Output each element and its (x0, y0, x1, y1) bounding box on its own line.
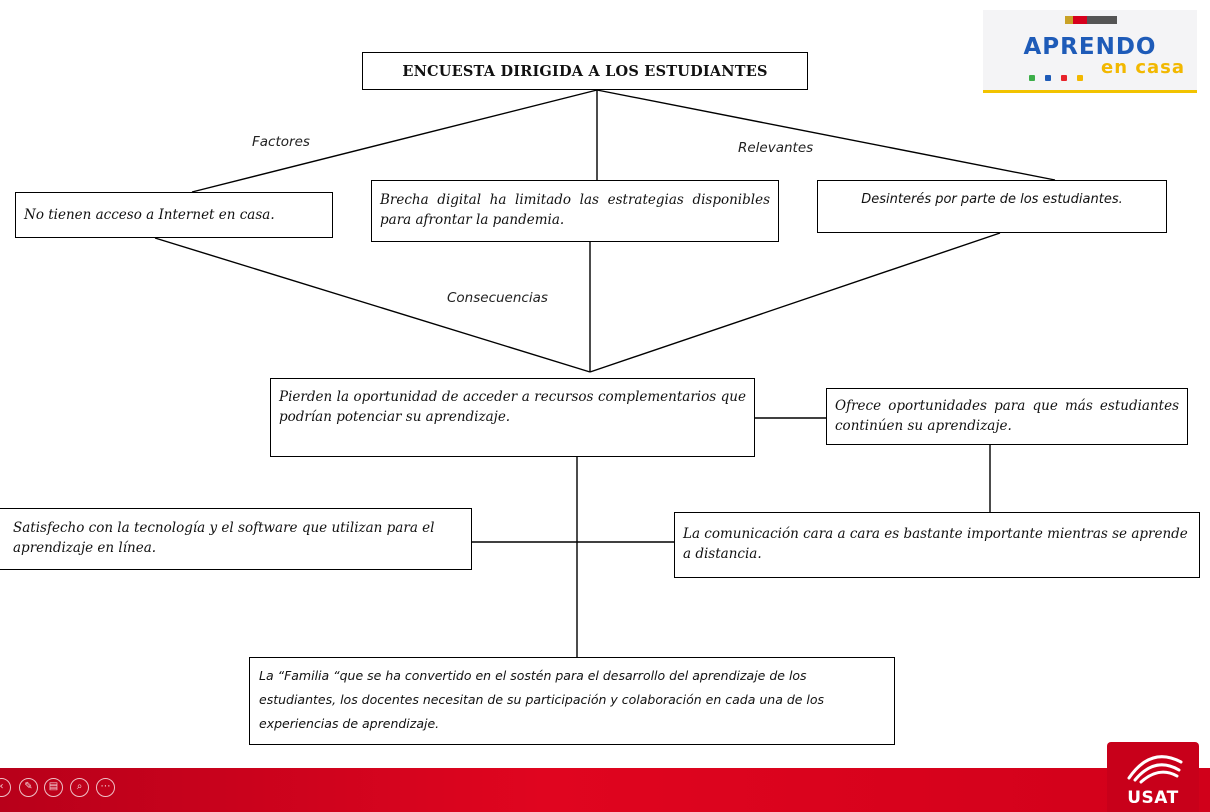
factor-text-disinterest: Desinterés por parte de los estudiantes. (861, 192, 1123, 207)
factor-box-internet: No tienen acceso a Internet en casa. (15, 192, 333, 238)
government-emblem-icon (1065, 16, 1125, 24)
label-relevantes: Relevantes (738, 140, 814, 156)
connector-title-right (596, 89, 1056, 181)
footer-bar: ‹ ✎ ▤ ⌕ ⋯ (0, 768, 1210, 812)
usat-wordmark: USAT (1127, 788, 1179, 808)
connector-left-consequence (154, 237, 591, 373)
survey-title: ENCUESTA DIRIGIDA A LOS ESTUDIANTES (362, 52, 808, 90)
connector-right-consequence (589, 232, 1001, 373)
pen-icon[interactable]: ✎ (19, 778, 38, 797)
aprendo-en-casa-logo: APRENDO en casa (983, 10, 1197, 93)
connector-title-left (191, 89, 598, 193)
logo-dots-icon (1029, 66, 1093, 85)
zoom-icon[interactable]: ⌕ (70, 778, 89, 797)
more-icon[interactable]: ⋯ (96, 778, 115, 797)
communication-box: La comunicación cara a cara es bastante … (674, 512, 1200, 578)
usat-logo: USAT (1107, 742, 1199, 812)
logo-sub: en casa (1101, 57, 1185, 78)
satisfaction-box: Satisfecho con la tecnología y el softwa… (0, 508, 472, 570)
label-consecuencias: Consecuencias (447, 290, 548, 306)
logo-brand: APRENDO (1023, 34, 1157, 60)
consequence-box: Pierden la oportunidad de acceder a recu… (270, 378, 755, 457)
opportunity-box: Ofrece oportunidades para que más estudi… (826, 388, 1188, 445)
factor-box-digital-gap: Brecha digital ha limitado las estrategi… (371, 180, 779, 242)
factor-box-disinterest: Desinterés por parte de los estudiantes. (817, 180, 1167, 233)
label-factores: Factores (252, 134, 310, 150)
family-box: La “Familia “que se ha convertido en el … (249, 657, 895, 745)
slides-icon[interactable]: ▤ (44, 778, 63, 797)
back-icon[interactable]: ‹ (0, 778, 11, 797)
usat-swoosh-icon (1127, 755, 1183, 784)
